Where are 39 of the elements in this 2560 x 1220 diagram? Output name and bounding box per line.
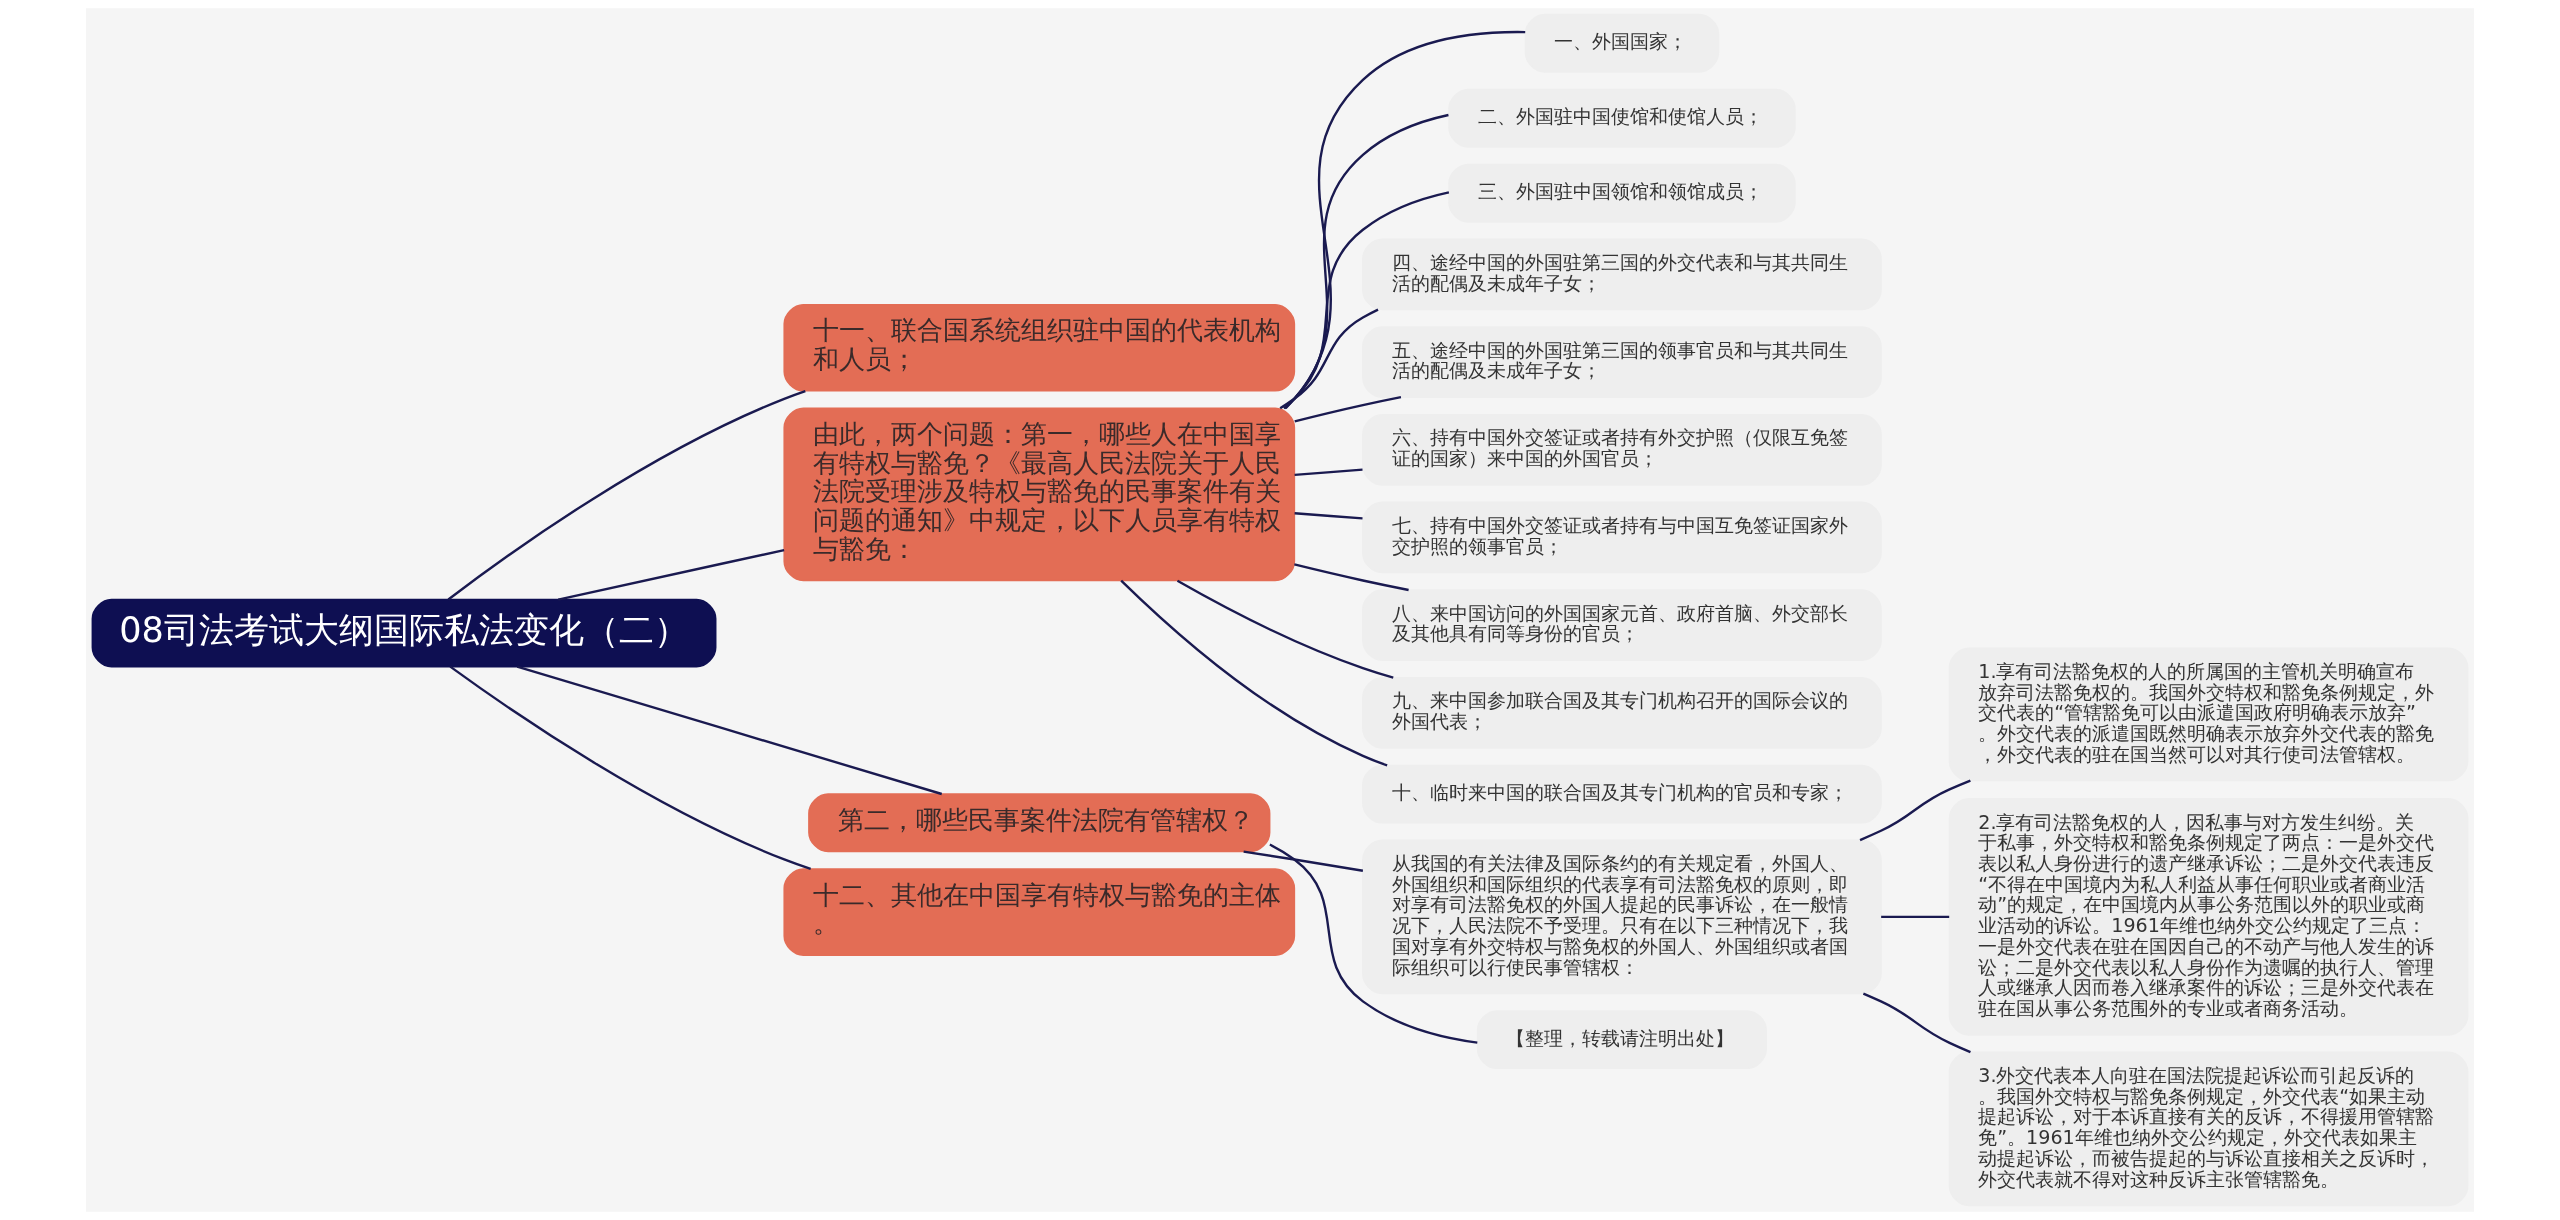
connector [516,665,943,796]
node-box: 从我国的有关法律及国际条约的有关规定看，外国人、外国组织和国际组织的代表享有司法豁免权的原则，即对享有司法豁免权的外国人提起的民事诉讼，在一般情况下，人民法院不予受理。只有在以下三种情况下，我国对享有外交特权与豁免权的外国人、外国组织或者国际组织可以行使民事管辖权： [1362,839,1882,995]
node-box: 五、途经中国的外国驻第三国的领事官员和与其共同生活的配偶及未成年子女； [1362,326,1882,398]
connector [1294,512,1363,520]
connector [1284,113,1449,410]
connector [1243,850,1364,872]
node-box: 08司法考试大纲国际私法变化（二） [91,598,717,668]
node-box: 四、途经中国的外国驻第三国的外交代表和与其共同生活的配偶及未成年子女； [1362,238,1882,311]
node-box: 九、来中国参加联合国及其专门机构召开的国际会议的外国代表； [1362,676,1882,749]
connector [557,548,785,601]
node-box: 3.外交代表本人向驻在国法院提起诉讼而引起反诉的。我国外交特权与豁免条例规定，外交代表“如果主动提起诉讼，对于本诉直接有关的反诉，不得援用管辖豁免”。1961年维也纳外交公约规定，外交代表如果主动提起诉讼，而被告提起的与诉讼直接相关之反诉时，外交代表就不得对这种反诉主张管辖豁免。 [1948,1051,2469,1207]
connector [447,389,806,601]
connector [1269,843,1478,1044]
connector [1294,396,1402,423]
connector [1859,779,1971,842]
connector [1283,191,1450,410]
node-box: 二、外国驻中国使馆和使馆人员； [1448,88,1796,148]
connector [1294,468,1363,477]
node-box: 六、持有中国外交签证或者持有外交护照（仅限互免签证的国家）来中国的外国官员； [1362,413,1882,486]
node-box: 2.享有司法豁免权的人，因私事与对方发生纠纷。关于私事，外交特权和豁免条例规定了两点：一是外交代表以私人身份进行的遗产继承诉讼；二是外交代表违反“不得在中国境内为私人利益从事任何职业或者商业活动”的规定，在中国境内从事公务范围以外的职业或商业活动的诉讼。1961年维也纳外交公约规定了三点：一是外交代表在驻在国因自己的不动产与他人发生的诉讼；二是外交代表以私人身份作为遗嘱的执行人、管理人或继承人因而卷入继承案件的诉讼；三是外交代表在驻在国从事公务范围外的专业或者商务活动。 [1948,798,2469,1036]
node-box: 一、外国国家； [1524,13,1720,73]
node-box: 【整理，转载请注明出处】 [1476,1010,1767,1070]
node-box: 第二，哪些民事案件法院有管辖权？ [808,793,1271,853]
connector [1176,579,1394,679]
node-box: 三、外国驻中国领馆和领馆成员； [1448,163,1796,223]
node-box: 七、持有中国外交签证或者持有与中国互免签证国家外交护照的领事官员； [1362,501,1882,574]
connector [449,665,811,871]
node-box: 十、临时来中国的联合国及其专门机构的官员和专家； [1362,764,1882,824]
connector [1284,30,1526,409]
node-box: 八、来中国访问的外国国家元首、政府首脑、外交部长及其他具有同等身份的官员； [1362,589,1882,661]
node-box: 十一、联合国系统组织驻中国的代表机构和人员； [783,303,1296,392]
node-box: 1.享有司法豁免权的人的所属国的主管机关明确宣布放弃司法豁免权的。我国外交特权和豁免条例规定，外交代表的“管辖豁免可以由派遣国政府明确表示放弃”。外交代表的派遣国既然明确表示放弃外交代表的豁免，外交代表的驻在国当然可以对其行使司法管辖权。 [1948,647,2469,782]
node-box: 由此，两个问题：第一，哪些人在中国享有特权与豁免？《最高人民法院关于人民法院受理涉及特权与豁免的民事案件有关问题的通知》中规定，以下人员享有特权与豁免： [783,407,1296,582]
connector [1294,563,1409,592]
node-box: 十二、其他在中国享有特权与豁免的主体。 [783,868,1296,956]
connector [1881,915,1950,919]
connector [1279,308,1379,410]
connector [1120,579,1388,767]
connector [1862,992,1971,1054]
